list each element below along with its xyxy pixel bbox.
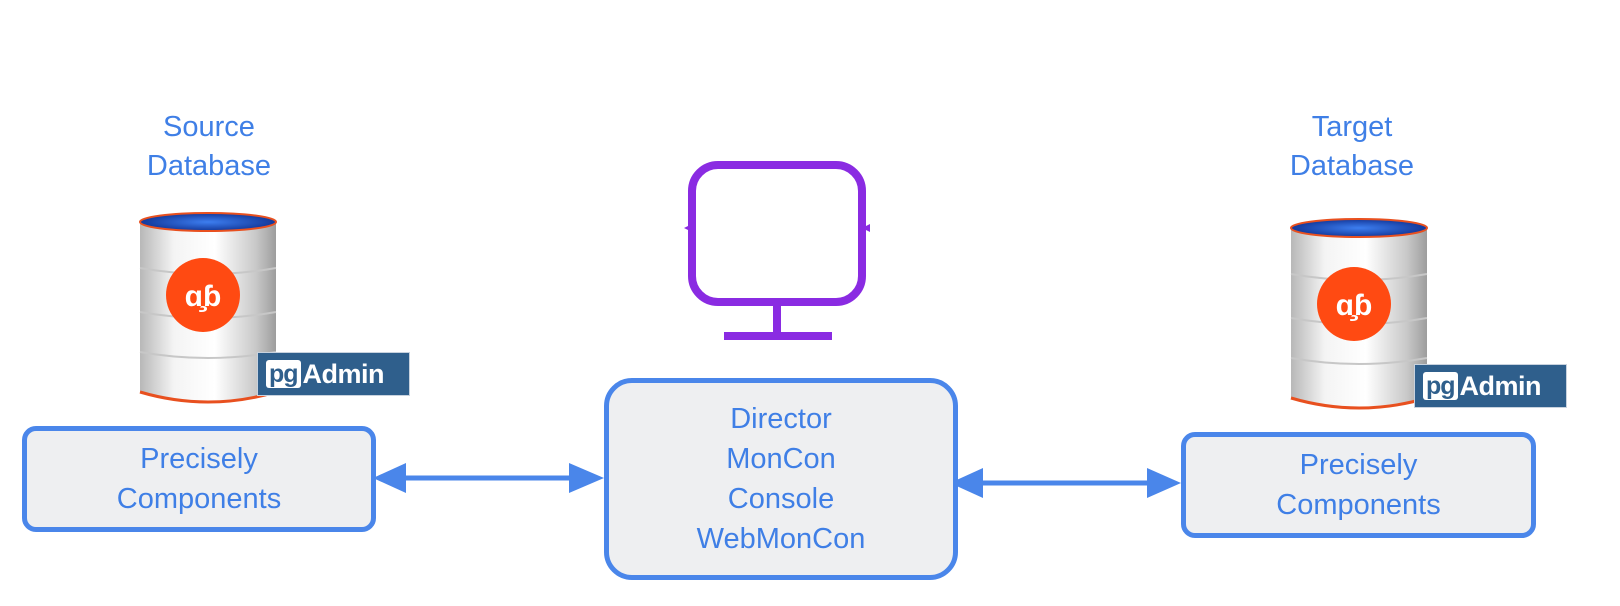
source-database-icon: ɑ̧ɓ xyxy=(139,212,277,404)
target-database-icon: ɑ̧ɓ xyxy=(1290,218,1428,410)
source-pgadmin-word: Admin xyxy=(302,358,385,389)
source-title-line2: Database xyxy=(146,150,272,182)
svg-text:ɑ̧ɓ: ɑ̧ɓ xyxy=(1336,289,1373,322)
target-database-title: Target Database xyxy=(1232,108,1472,186)
target-components-box: Precisely Components xyxy=(1181,432,1536,538)
target-title-line1: Target xyxy=(1311,111,1393,143)
right-bidirectional-arrow xyxy=(950,468,1181,498)
target-pgadmin-word: Admin xyxy=(1459,370,1542,401)
target-components-line2: Components xyxy=(1276,489,1441,521)
center-services-box: Director MonCon Console WebMonCon xyxy=(604,378,958,580)
source-pgadmin-badge: pg Admin xyxy=(257,352,410,396)
source-components-box: Precisely Components xyxy=(22,426,376,532)
target-components-line1: Precisely xyxy=(1299,449,1418,481)
source-database-title: Source Database xyxy=(89,108,329,186)
svg-text:ɑ̧ɓ: ɑ̧ɓ xyxy=(185,280,222,313)
target-edb-logo-icon: ɑ̧ɓ xyxy=(1317,267,1391,341)
target-title-line2: Database xyxy=(1289,150,1415,182)
center-item-moncon: MonCon xyxy=(726,443,836,475)
center-item-director: Director xyxy=(730,403,832,435)
target-pgadmin-badge: pg Admin xyxy=(1414,364,1567,408)
center-item-console: Console xyxy=(727,483,835,515)
target-pgadmin-pg: pg xyxy=(1423,372,1458,400)
source-components-line1: Precisely xyxy=(140,443,258,475)
source-pgadmin-pg: pg xyxy=(266,360,301,388)
center-item-webmoncon: WebMonCon xyxy=(696,523,866,555)
monitor-icon xyxy=(684,161,870,340)
source-components-line2: Components xyxy=(116,483,282,515)
source-edb-logo-icon: ɑ̧ɓ xyxy=(166,258,240,332)
source-title-line1: Source xyxy=(163,111,255,143)
left-bidirectional-arrow xyxy=(373,463,604,493)
